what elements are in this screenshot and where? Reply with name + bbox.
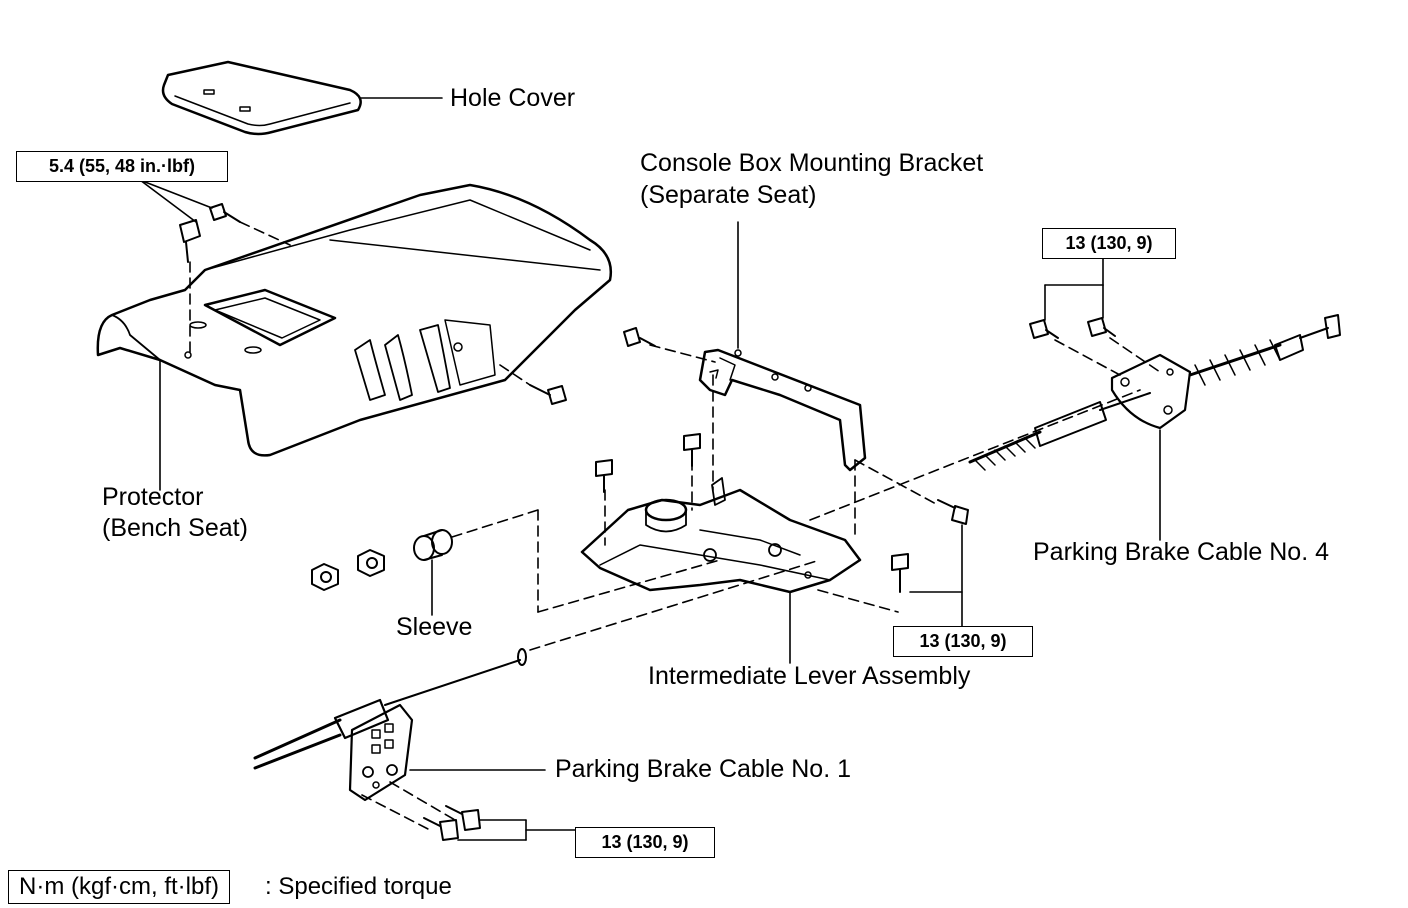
intermediate-lever-assembly-part — [580, 477, 862, 594]
sleeve-part — [413, 529, 453, 561]
protector-right-bolt — [529, 384, 567, 405]
lever-bolts — [595, 433, 969, 593]
label-protector-line1: Protector — [102, 483, 204, 511]
protector-bolt — [179, 203, 241, 263]
nuts — [311, 549, 385, 591]
label-protector-line2: (Bench Seat) — [102, 514, 248, 542]
label-intermediate-lever-assembly: Intermediate Lever Assembly — [648, 662, 971, 690]
cable-no1-bolts — [423, 805, 481, 841]
legend-description: : Specified torque — [265, 873, 452, 900]
parking-brake-cable-no1-part — [253, 648, 527, 802]
alignment-dashes — [189, 221, 1161, 831]
label-parking-brake-cable-no1: Parking Brake Cable No. 1 — [555, 755, 851, 783]
parking-brake-cable-no4-part — [968, 314, 1341, 471]
cable-no4-bolts — [1029, 317, 1116, 339]
torque-box-protector: 5.4 (55, 48 in.·lbf) — [16, 151, 228, 182]
bracket-bolt — [623, 327, 656, 347]
torque-box-cable-no4: 13 (130, 9) — [1042, 228, 1176, 259]
torque-box-cable-no1: 13 (130, 9) — [575, 827, 715, 858]
label-console-bracket-line2: (Separate Seat) — [640, 181, 817, 209]
console-box-mounting-bracket-part — [698, 348, 867, 472]
label-sleeve: Sleeve — [396, 613, 473, 641]
protector-part — [96, 183, 613, 457]
label-console-bracket-line1: Console Box Mounting Bracket — [640, 149, 984, 177]
label-parking-brake-cable-no4: Parking Brake Cable No. 4 — [1033, 538, 1329, 566]
legend-unit-box: N·m (kgf·cm, ft·lbf) — [8, 870, 230, 904]
label-hole-cover: Hole Cover — [450, 84, 576, 112]
torque-box-lever: 13 (130, 9) — [893, 626, 1033, 657]
leader-lines — [139, 97, 1161, 841]
hole-cover-part — [161, 60, 362, 136]
